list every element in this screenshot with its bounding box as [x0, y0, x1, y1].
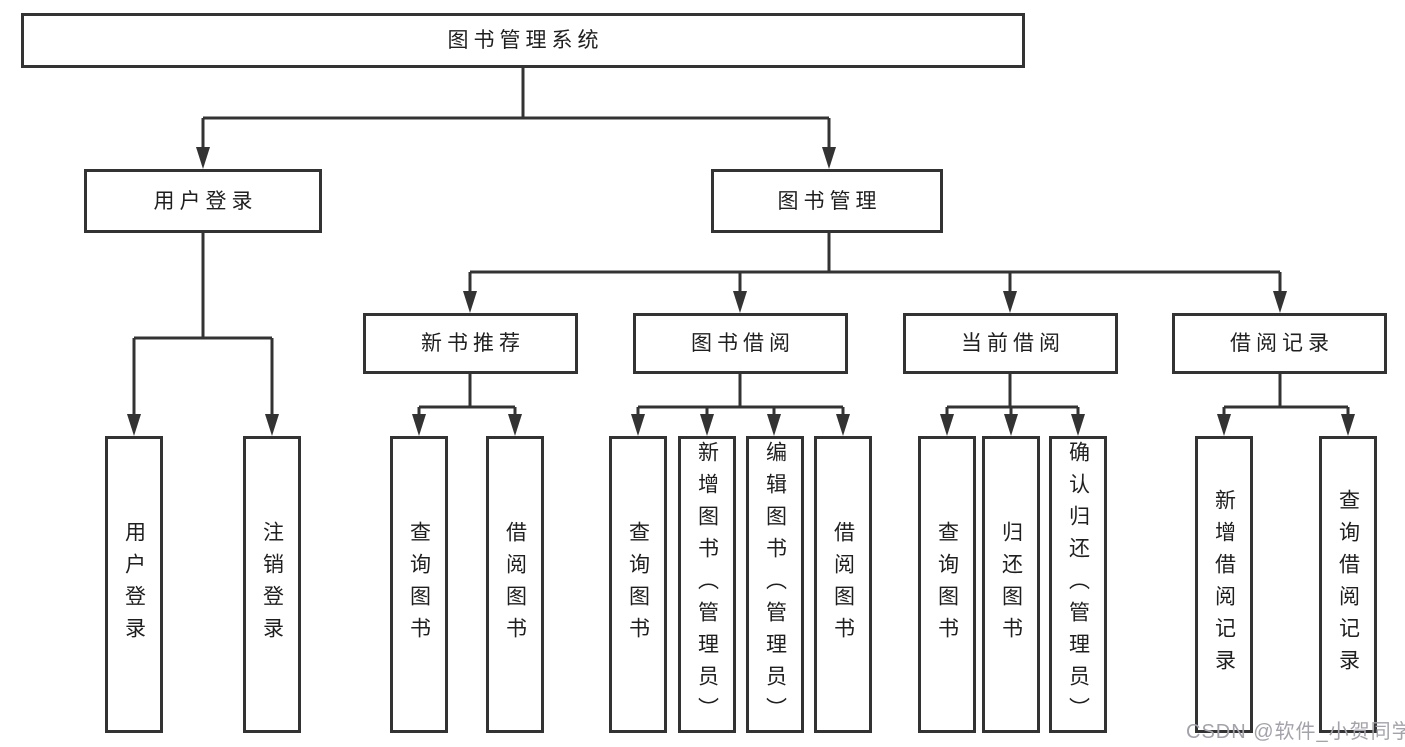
node-book-management-label: 图书管理 [777, 189, 882, 213]
leaf-add-borrow-record-label: 新增借阅记录 [1212, 488, 1236, 681]
arrowhead [767, 414, 781, 436]
watermark-text: CSDN @软件_小贺同学 [1186, 721, 1405, 743]
arrowhead [463, 291, 477, 313]
arrowhead [822, 147, 836, 169]
leaf-return-books-label: 归还图书 [999, 520, 1023, 649]
node-root-label: 图书管理系统 [447, 29, 604, 52]
node-book-management: 图书管理 [711, 169, 943, 233]
arrowhead [127, 414, 141, 436]
arrowhead [196, 147, 210, 169]
leaf-current-query-books-label: 查询图书 [935, 520, 959, 649]
leaf-edit-books-admin: 编辑图书（管理员） [746, 436, 804, 733]
leaf-logout-label: 注销登录 [260, 520, 284, 649]
arrowhead [631, 414, 645, 436]
leaf-add-books-admin: 新增图书（管理员） [678, 436, 736, 733]
leaf-return-books: 归还图书 [982, 436, 1040, 733]
arrowhead [508, 414, 522, 436]
arrowhead [733, 291, 747, 313]
arrowhead [1071, 414, 1085, 436]
node-new-book-recommend: 新书推荐 [363, 313, 578, 374]
node-borrow-records: 借阅记录 [1172, 313, 1387, 374]
leaf-borrow-books-label: 借阅图书 [831, 520, 855, 649]
leaf-query-borrow-record: 查询借阅记录 [1319, 436, 1377, 733]
leaf-borrow-books: 借阅图书 [814, 436, 872, 733]
leaf-add-books-admin-label: 新增图书（管理员） [695, 440, 719, 729]
arrowhead [1217, 414, 1231, 436]
node-borrow-records-label: 借阅记录 [1230, 332, 1334, 355]
leaf-confirm-return-admin-label: 确认归还（管理员） [1066, 440, 1090, 729]
leaf-current-query-books: 查询图书 [918, 436, 976, 733]
leaf-recommend-query-books-label: 查询图书 [407, 520, 431, 649]
arrowhead [265, 414, 279, 436]
leaf-add-borrow-record: 新增借阅记录 [1195, 436, 1253, 733]
arrowhead [700, 414, 714, 436]
leaf-query-borrow-record-label: 查询借阅记录 [1336, 488, 1360, 681]
leaf-confirm-return-admin: 确认归还（管理员） [1049, 436, 1107, 733]
arrowhead [836, 414, 850, 436]
node-book-borrow: 图书借阅 [633, 313, 848, 374]
leaf-borrow-query-books-label: 查询图书 [626, 520, 650, 649]
arrowhead [940, 414, 954, 436]
leaf-recommend-borrow-books-label: 借阅图书 [503, 520, 527, 649]
arrowhead [1003, 291, 1017, 313]
leaf-logout: 注销登录 [243, 436, 301, 733]
node-current-borrow: 当前借阅 [903, 313, 1118, 374]
node-book-borrow-label: 图书借阅 [691, 332, 795, 355]
leaf-borrow-query-books: 查询图书 [609, 436, 667, 733]
leaf-recommend-borrow-books: 借阅图书 [486, 436, 544, 733]
leaf-user-login: 用户登录 [105, 436, 163, 733]
leaf-edit-books-admin-label: 编辑图书（管理员） [763, 440, 787, 729]
node-new-book-recommend-label: 新书推荐 [421, 332, 525, 355]
node-root: 图书管理系统 [21, 13, 1025, 68]
arrowhead [1341, 414, 1355, 436]
node-user-login: 用户登录 [84, 169, 322, 233]
leaf-user-login-label: 用户登录 [122, 520, 146, 649]
arrowhead [1004, 414, 1018, 436]
leaf-recommend-query-books: 查询图书 [390, 436, 448, 733]
node-user-login-label: 用户登录 [153, 189, 258, 213]
arrowhead [1273, 291, 1287, 313]
arrowhead [412, 414, 426, 436]
node-current-borrow-label: 当前借阅 [961, 332, 1065, 355]
